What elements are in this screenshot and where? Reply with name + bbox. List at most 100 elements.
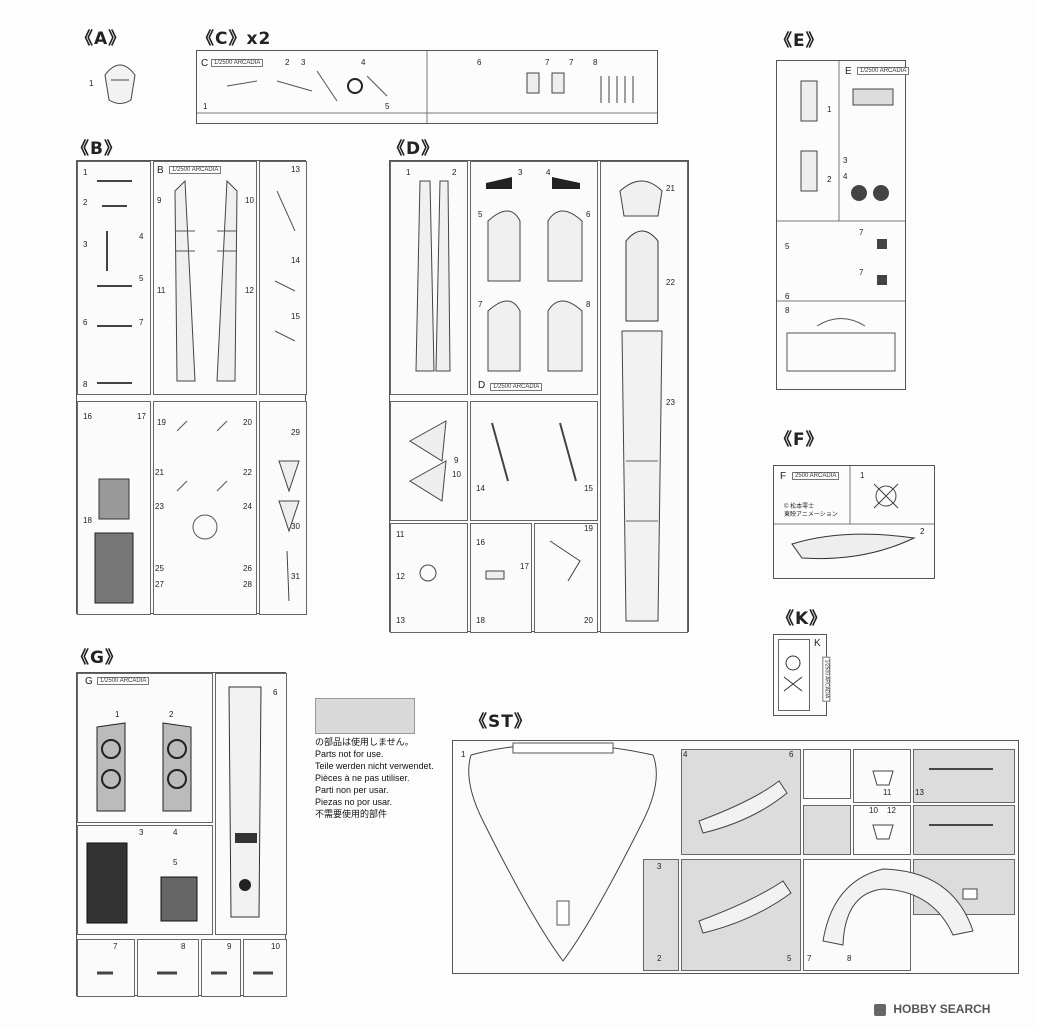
copyright-line: 東映アニメーション	[784, 512, 838, 518]
sprue-e-frame: E 1/2500 ARCADIA 1 2 3 4 5 6 7 7 8	[776, 60, 910, 390]
part-number: 4	[546, 168, 551, 177]
part-number: 7	[807, 954, 812, 963]
part-number: 17	[520, 562, 529, 571]
part-number: 1	[83, 168, 88, 177]
hobby-search-logo-icon	[874, 1003, 886, 1016]
watermark-text: HOBBY SEARCH	[893, 1002, 991, 1016]
part-number: 6	[789, 750, 794, 759]
part-number: 2	[83, 198, 88, 207]
part-number: 3	[518, 168, 523, 177]
sprue-tag: 1/2500 ARCADIA	[97, 677, 150, 685]
part-number: 5	[173, 858, 178, 867]
sprue-c-runners	[197, 51, 657, 123]
part-number: 23	[155, 502, 164, 511]
part-number: 2	[827, 175, 832, 184]
part-number: 7	[859, 268, 864, 277]
sprue-letter: D	[478, 380, 486, 391]
sprue-d-parts	[409, 177, 663, 622]
sprue-d-cell	[534, 523, 598, 633]
part-number: 8	[586, 300, 591, 309]
part-number: 17	[137, 412, 146, 421]
sprue-g-cell	[137, 939, 199, 997]
part-number: 3	[843, 156, 848, 165]
part-number: 11	[396, 530, 405, 539]
part-number: 6	[273, 688, 278, 697]
sprue-f-parts	[774, 466, 934, 560]
part-number: 20	[584, 616, 593, 625]
sprue-d-header: 《D》	[388, 139, 440, 159]
part-number: 24	[243, 502, 252, 511]
part-number: 3	[657, 862, 662, 871]
part-number: 21	[666, 184, 675, 193]
part-number: 2	[169, 710, 174, 719]
part-number: 10	[245, 196, 254, 205]
part-number: 18	[83, 516, 92, 525]
part-number: 30	[291, 522, 300, 531]
part-number: 15	[291, 312, 300, 321]
notice-line: Parti non per usar.	[315, 785, 389, 795]
part-number: 3	[139, 828, 144, 837]
sprue-tag: 1/2500 ARCADIA	[857, 67, 910, 75]
part-number: 1	[89, 79, 94, 88]
part-number: 12	[245, 286, 254, 295]
part-number: 13	[915, 788, 924, 797]
notice-line: Pièces à ne pas utiliser.	[315, 773, 410, 783]
sprue-e-header: 《E》	[775, 31, 824, 51]
sprue-st-unused-cell	[803, 805, 851, 855]
part-number: 2	[657, 954, 662, 963]
part-number: 22	[666, 278, 675, 287]
part-number: 1	[115, 710, 120, 719]
part-number: 8	[83, 380, 88, 389]
part-number: 12	[396, 572, 405, 581]
part-number: 29	[291, 428, 300, 437]
part-number: 6	[477, 58, 482, 67]
sprue-f-header: 《F》	[775, 430, 824, 450]
sprue-k-plate	[778, 639, 810, 711]
part-number: 10	[452, 470, 461, 479]
part-number: 7	[569, 58, 574, 67]
part-number: 8	[847, 954, 852, 963]
sprue-d-frame: D 1/2500 ARCADIA 1 2 3 4 5 6 7 8 9 10 11…	[389, 160, 689, 633]
sprue-letter: F	[780, 471, 787, 482]
part-number: 4	[843, 172, 848, 181]
sprue-k-header: 《K》	[777, 609, 828, 629]
part-number: 6	[586, 210, 591, 219]
part-number: 5	[787, 954, 792, 963]
sprue-k-frame: K 1/2500 ARCADIA	[773, 634, 831, 716]
part-number: 4	[173, 828, 178, 837]
part-number: 7	[859, 228, 864, 237]
part-number: 5	[785, 242, 790, 251]
sprue-st-unused-cell	[681, 749, 801, 855]
part-number: 8	[593, 58, 598, 67]
hobby-search-watermark: HOBBY SEARCH	[874, 1002, 990, 1016]
sprue-st-unused-cell	[913, 749, 1015, 803]
sprue-st-frame: 1 2 3 4 5 6 7 8 9 10 11 12 13	[452, 740, 1019, 974]
part-number: 10	[271, 942, 280, 951]
part-number: 1	[827, 105, 832, 114]
sprue-e-runners	[777, 61, 905, 372]
sprue-a-header: 《A》	[76, 29, 127, 49]
part-number: 28	[243, 580, 252, 589]
sprue-g-cell	[77, 939, 135, 997]
notice-line: Teile werden nicht verwendet.	[315, 761, 434, 771]
part-number: 5	[139, 274, 144, 283]
part-number: 7	[139, 318, 144, 327]
part-number: 1	[461, 750, 466, 759]
part-number: 7	[545, 58, 550, 67]
unused-parts-notice: の部品は使用しません。 Parts not for use. Teile wer…	[315, 736, 434, 820]
unused-parts-swatch	[315, 698, 415, 734]
part-number: 31	[291, 572, 300, 581]
part-number: 4	[683, 750, 688, 759]
part-number: 16	[83, 412, 92, 421]
part-number: 9	[157, 196, 162, 205]
part-number: 7	[113, 942, 118, 951]
part-number: 22	[243, 468, 252, 477]
sprue-d-cell	[390, 523, 468, 633]
sprue-g-cell	[243, 939, 287, 997]
copyright-line: © 松本零士	[784, 504, 815, 510]
sprue-tag: 1/2500 ARCADIA	[490, 383, 543, 391]
part-number: 21	[155, 468, 164, 477]
sprue-d-cell	[470, 401, 598, 521]
part-number: 6	[785, 292, 790, 301]
notice-line: 不需要使用的部件	[315, 809, 388, 819]
